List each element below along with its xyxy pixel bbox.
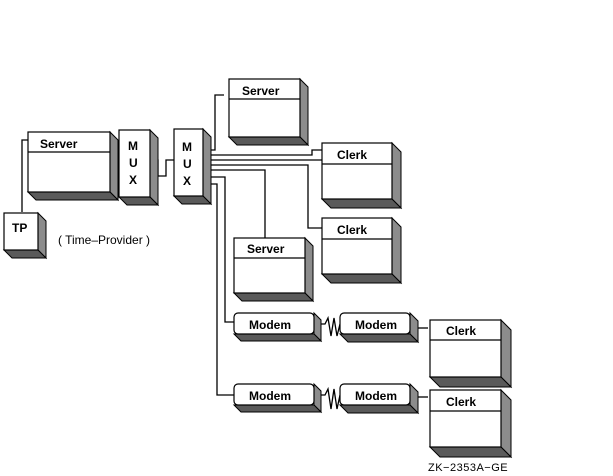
time-provider-box: TP xyxy=(2,211,48,260)
mux2-clerk2-link xyxy=(203,164,322,229)
phone-line-zigzag-lower xyxy=(320,386,341,410)
mux1-letter-u: U xyxy=(129,156,138,170)
clerk-3: Clerk xyxy=(428,318,513,389)
clerk-3-label: Clerk xyxy=(446,324,476,338)
mux2-modem1-link xyxy=(203,176,234,323)
clerk-4: Clerk xyxy=(428,388,513,459)
mux1-letter-m: M xyxy=(128,139,138,153)
clerk-1: Clerk xyxy=(320,141,403,210)
modem-2: Modem xyxy=(338,311,420,344)
mux2-letter-m: M xyxy=(182,140,192,154)
modem-1: Modem xyxy=(232,311,323,343)
mux2-letter-x: X xyxy=(183,174,191,188)
modem-4-label: Modem xyxy=(355,389,397,403)
figure-code: ZK−2353A−GE xyxy=(428,462,508,474)
time-provider-note: ( Time–Provider ) xyxy=(58,233,150,247)
mux-2: M U X xyxy=(172,127,213,206)
server-left: Server xyxy=(26,130,120,202)
clerk-2-label: Clerk xyxy=(337,223,367,237)
modem-2-label: Modem xyxy=(355,318,397,332)
server-left-label: Server xyxy=(40,137,78,151)
mux2-letter-u: U xyxy=(183,157,192,171)
server-top: Server xyxy=(227,77,310,147)
server-top-label: Server xyxy=(242,84,280,98)
tp-label: TP xyxy=(12,221,27,235)
modem-4: Modem xyxy=(338,382,420,415)
clerk-4-label: Clerk xyxy=(446,395,476,409)
mux2-modem3-link xyxy=(203,183,234,396)
phone-line-zigzag-upper xyxy=(320,315,341,337)
mux1-letter-x: X xyxy=(129,173,137,187)
mux-1: M U X xyxy=(117,128,160,207)
clerk-2: Clerk xyxy=(320,216,403,285)
server-middle: Server xyxy=(232,236,315,303)
clerk-1-label: Clerk xyxy=(337,148,367,162)
mux2-clerk1-link xyxy=(203,149,322,156)
modem-3-label: Modem xyxy=(249,389,291,403)
tp-server-link xyxy=(21,139,28,212)
modem-1-label: Modem xyxy=(249,318,291,332)
mux2-server-mid-link xyxy=(203,169,266,238)
modem-3: Modem xyxy=(232,382,323,414)
server-middle-label: Server xyxy=(247,242,285,256)
